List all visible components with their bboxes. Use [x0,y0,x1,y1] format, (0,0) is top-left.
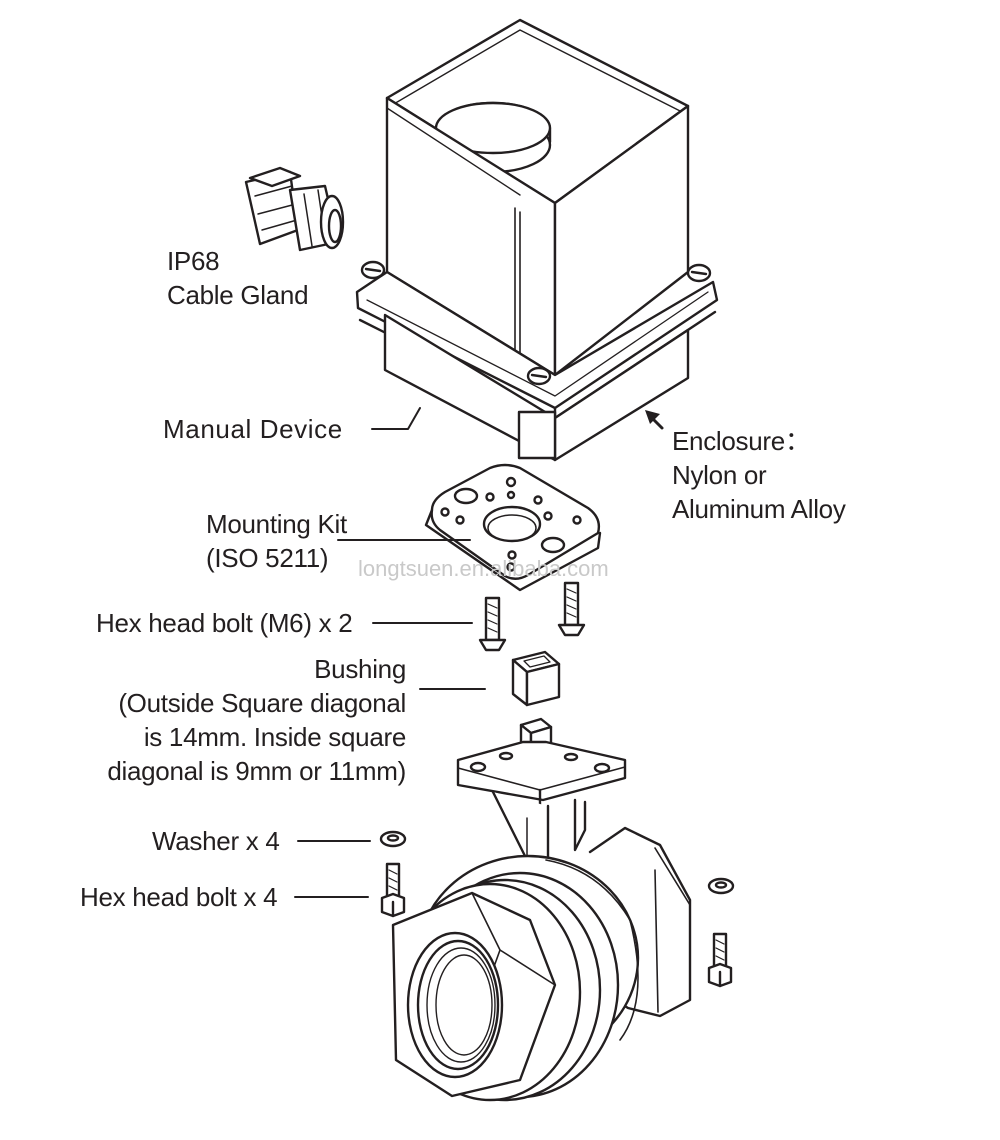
ball-valve-body [391,826,692,1102]
mounting-kit-label-line2: (ISO 5211) [206,543,329,573]
m6-bolts [478,581,586,652]
valve-top-flange [456,717,627,862]
mounting-kit-label: Mounting Kit (ISO 5211) [206,507,347,575]
cable-gland-label-line2: Cable Gland [167,280,309,310]
mounting-kit-plate [424,463,602,592]
bushing [511,650,561,707]
manual-device-label: Manual Device [163,414,343,444]
enclosure-label-line3: Aluminum Alloy [672,494,846,524]
watermark: longtsuen.en.alibaba.com [358,556,609,582]
cable-gland [244,166,345,252]
enclosure-label: Enclosure： Nylon or Aluminum Alloy [672,424,846,526]
hex-bolt-m6-label: Hex head bolt (M6) x 2 [96,608,353,638]
cable-gland-label: IP68 Cable Gland [167,244,309,312]
washer-label: Washer x 4 [152,826,280,856]
enclosure-label-line2: Nylon or [672,460,767,490]
washers [379,830,735,895]
watermark-text: longtsuen.en.alibaba.com [358,556,609,581]
cable-gland-label-line1: IP68 [167,246,220,276]
bushing-label-line2: (Outside Square diagonal [118,688,406,718]
leader-lines [294,407,486,898]
mounting-kit-label-line1: Mounting Kit [206,509,347,539]
hex-bolt-label: Hex head bolt x 4 [80,882,278,912]
bushing-label: Bushing (Outside Square diagonal is 14mm… [80,652,406,788]
hex-bolts [380,862,733,988]
actuator-enclosure [355,18,719,462]
enclosure-label-line1: Enclosure： [672,426,811,456]
bushing-label-line3: is 14mm. Inside square [143,722,406,752]
bushing-label-line4: diagonal is 9mm or 11mm) [107,756,406,786]
enclosure-arrow [645,410,664,430]
bushing-label-line1: Bushing [314,654,406,684]
enclosure-screws [360,260,712,386]
